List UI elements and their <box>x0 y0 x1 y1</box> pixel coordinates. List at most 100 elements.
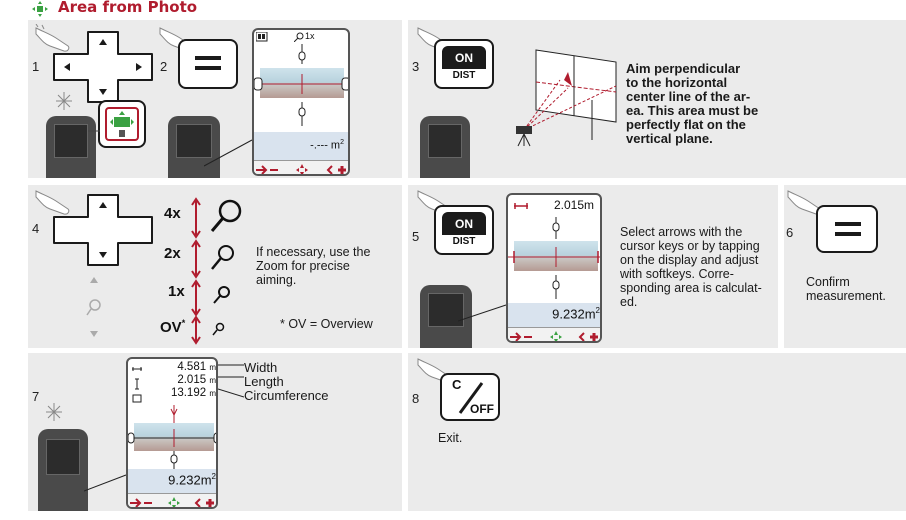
area-value: 9.232m2 <box>552 306 600 322</box>
device-body <box>38 429 88 511</box>
minus-softkey-icon[interactable] <box>256 165 280 175</box>
step-panel-4: 4 4x 2x 1x OV* If necessary, use the Zoo… <box>28 185 402 348</box>
step-number: 3 <box>412 59 420 74</box>
move-softkey-icon[interactable] <box>166 497 182 509</box>
step-number: 1 <box>32 59 40 74</box>
step-panel-7: 7 4.581 m 2.015 m 13.192 m 9.232m2 <box>28 353 402 511</box>
crosshair-lines <box>254 74 348 94</box>
equal-key[interactable] <box>816 205 878 253</box>
device-screen <box>176 124 212 158</box>
step-panel-8: 8 C OFF Exit. <box>408 353 906 511</box>
instruction-text: Select arrows with the cursor keys or by… <box>620 225 762 309</box>
key-label-top: ON <box>455 51 473 65</box>
zoom-icon <box>294 32 304 42</box>
key-label-top: ON <box>455 217 473 231</box>
arrow-handle-top[interactable] <box>170 405 178 425</box>
result-type-icons <box>132 367 142 403</box>
key-label-top: C <box>452 377 462 392</box>
value-bar: -.--- m2 <box>254 132 348 160</box>
length-icon <box>514 203 528 209</box>
move-softkey-icon[interactable] <box>548 331 564 343</box>
device-body <box>420 285 472 348</box>
on-dist-key[interactable]: ON DIST <box>434 205 494 255</box>
crosshair-lines <box>508 247 600 267</box>
move-softkey-icon[interactable] <box>294 164 310 176</box>
arrow-handle-top[interactable] <box>552 217 560 239</box>
step-number: 8 <box>412 391 420 406</box>
area-photo-icon <box>32 1 48 17</box>
footnote-text: * OV = Overview <box>280 317 373 331</box>
arrow-handle-top[interactable] <box>298 44 306 64</box>
instruction-text: If necessary, use the Zoom for precise a… <box>256 245 371 287</box>
arrow-handle-bottom[interactable] <box>552 275 560 299</box>
laser-burst-icon <box>56 92 72 110</box>
key-label-bottom: OFF <box>470 402 494 416</box>
clear-off-key[interactable]: C OFF <box>440 373 500 421</box>
softkey-bar <box>254 160 350 176</box>
zoom-label-1x: 1x <box>168 283 185 300</box>
zoom-level: 1x <box>305 31 315 41</box>
zoom-scale-icons <box>191 197 242 345</box>
label-width: Width <box>244 360 278 375</box>
key-label-bottom: DIST <box>440 69 488 82</box>
slash-icon <box>458 382 484 414</box>
zoom-label-4x: 4x <box>164 205 181 222</box>
step-number: 5 <box>412 229 420 244</box>
zoom-label-ov: OV* <box>160 318 186 336</box>
on-dist-key-face: ON DIST <box>440 212 488 248</box>
area-value: 9.232m2 <box>168 472 216 488</box>
step-number: 4 <box>32 221 40 236</box>
step-panel-6: 6 Confirm measurement. <box>784 185 906 348</box>
plus-softkey-icon[interactable] <box>576 331 602 343</box>
callout-line <box>458 304 507 322</box>
step-panel-1-2: 1 2 <box>28 20 402 178</box>
value-bar: 9.232m2 <box>508 303 600 327</box>
arrow-handle-bottom[interactable] <box>298 102 306 126</box>
equals-icon <box>195 56 221 70</box>
device-screen <box>428 293 464 327</box>
device-body <box>168 116 220 178</box>
aiming-illustration <box>516 49 617 147</box>
softkey-bar <box>128 493 218 509</box>
device-display: 1x -.--- m2 <box>252 28 350 176</box>
battery-icon <box>256 32 268 42</box>
cursor-key-cross[interactable] <box>52 193 154 267</box>
step-number: 6 <box>786 225 794 240</box>
crosshair-lines <box>128 429 216 447</box>
step-number: 7 <box>32 389 40 404</box>
step-number: 2 <box>160 59 168 74</box>
minus-softkey-icon[interactable] <box>130 498 154 508</box>
finger-icon <box>35 190 70 215</box>
page-title: Area from Photo <box>58 0 198 16</box>
title-bar: Area from Photo <box>0 0 906 18</box>
callout-line <box>204 139 253 167</box>
device-screen <box>54 124 88 158</box>
result-labels: Width Length Circumference <box>244 361 329 403</box>
instruction-text: Exit. <box>438 431 463 445</box>
label-length: Length <box>244 374 284 389</box>
device-body <box>46 116 96 178</box>
arrow-handle-bottom[interactable] <box>170 451 178 469</box>
laser-burst-icon <box>46 403 62 421</box>
plus-softkey-icon[interactable] <box>324 164 350 176</box>
softkey-bar <box>508 327 602 343</box>
label-circumference: Circumference <box>244 388 329 403</box>
equal-key[interactable] <box>178 39 238 89</box>
plus-softkey-icon[interactable] <box>192 497 218 509</box>
result-row-length: 2.015 m <box>177 374 216 386</box>
zoom-label-2x: 2x <box>164 245 181 262</box>
top-value: 2.015m <box>553 198 594 212</box>
on-dist-key[interactable]: ON DIST <box>434 39 494 89</box>
result-values: 4.581 m 2.015 m 13.192 m <box>146 361 216 400</box>
on-dist-key-face: ON DIST <box>440 46 488 82</box>
function-key-area-photo[interactable] <box>98 100 146 148</box>
device-screen <box>428 124 462 158</box>
result-row-circumference: 13.192 m <box>170 387 216 399</box>
area-photo-icon <box>105 107 139 141</box>
device-body <box>420 116 470 178</box>
value-bar: 9.232m2 <box>128 469 216 493</box>
step-panel-5: 5 ON DIST 2.015m 9.232m2 Sele <box>408 185 778 348</box>
device-display: 4.581 m 2.015 m 13.192 m 9.232m2 <box>126 357 218 509</box>
minus-softkey-icon[interactable] <box>510 332 534 342</box>
device-display: 2.015m 9.232m2 <box>506 193 602 343</box>
